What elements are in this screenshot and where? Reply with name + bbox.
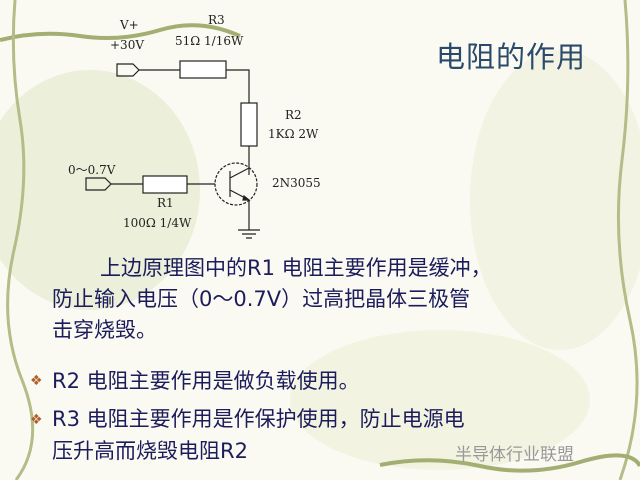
- diamond-bullet-icon: ❖: [30, 412, 43, 428]
- paragraph-line: 击穿烧毁。: [52, 318, 157, 342]
- slide-title: 电阻的作用: [436, 40, 587, 74]
- r1-name: R1: [157, 196, 174, 210]
- r1-value: 100Ω 1/4W: [123, 216, 192, 230]
- input-terminal: [85, 177, 112, 191]
- paragraph-line: 上边原理图中的R1 电阻主要作用是缓冲，: [100, 256, 492, 280]
- r3-value: 51Ω 1/16W: [175, 34, 244, 48]
- transistor: [214, 162, 258, 206]
- bullet-text: 压升高而烧毁电阻R2: [52, 439, 248, 463]
- resistor-r3: [179, 60, 227, 79]
- r2-value: 1KΩ 2W: [268, 127, 319, 141]
- vplus-terminal: [116, 63, 140, 77]
- transistor-base: [229, 167, 250, 230]
- bullet-text: R3 电阻主要作用是作保护使用，防止电源电: [52, 407, 465, 431]
- wire: [139, 69, 250, 175]
- watermark: 半导体行业联盟: [455, 445, 574, 465]
- resistor-r2: [240, 102, 258, 147]
- r2-name: R2: [285, 108, 302, 122]
- input-label: 0～0.7V: [68, 163, 116, 177]
- resistor-r1: [142, 175, 188, 194]
- r3-name: R3: [208, 13, 225, 27]
- transistor-label: 2N3055: [272, 176, 321, 190]
- paragraph-line: 防止输入电压（0～0.7V）过高把晶体三极管: [52, 287, 471, 311]
- bullet-text: R2 电阻主要作用是做负载使用。: [52, 369, 360, 393]
- vplus-value: +30V: [110, 38, 144, 52]
- ground-icon: [238, 229, 260, 239]
- vplus-label: V+: [120, 18, 139, 32]
- diamond-bullet-icon: ❖: [30, 373, 43, 389]
